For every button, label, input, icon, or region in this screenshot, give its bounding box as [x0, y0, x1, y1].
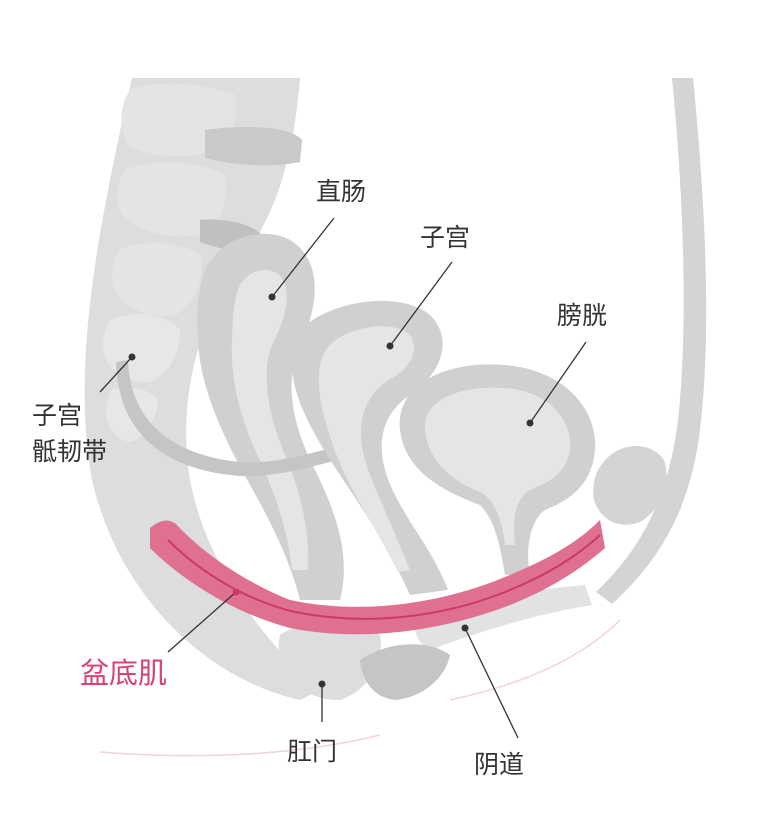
- vaginal-canal: [414, 585, 592, 650]
- front-abdominal-wall: [596, 78, 707, 604]
- pubic-bone: [593, 446, 667, 525]
- label-uterosacral-line2: 骶韧带: [32, 437, 107, 466]
- skin-line: [99, 734, 381, 757]
- perineal-body: [360, 644, 450, 700]
- label-uterosacral-line1: 子宫: [32, 401, 82, 430]
- pelvic-floor-muscle: [150, 520, 605, 635]
- label-anus: 肛门: [287, 737, 337, 766]
- uterosacral-ligament: [116, 360, 382, 477]
- label-uterus: 子宫: [420, 223, 470, 252]
- skin-line-2: [449, 619, 621, 701]
- label-vagina: 阴道: [474, 750, 524, 779]
- bladder: [399, 364, 596, 575]
- label-rectum: 直肠: [316, 177, 366, 206]
- label-bladder: 膀胱: [557, 301, 607, 330]
- leaders: [99, 217, 587, 739]
- uterus: [291, 300, 448, 595]
- anal-canal: [278, 623, 381, 700]
- back-body-outline: [84, 78, 320, 700]
- label-pelvic-floor: 盆底肌: [80, 656, 167, 690]
